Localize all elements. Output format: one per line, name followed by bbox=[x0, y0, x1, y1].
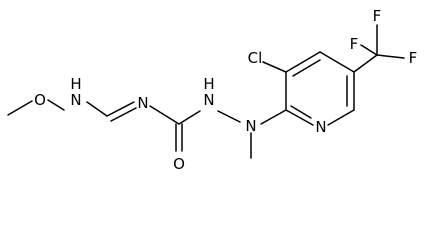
amine-h-label: H bbox=[70, 75, 81, 93]
pyridine-nitrogen-label: N bbox=[315, 118, 326, 136]
bond-ring-c4-c5 bbox=[319, 51, 355, 73]
bond-amine-n-methine-c bbox=[86, 101, 108, 117]
bond-ring-c6-n bbox=[327, 109, 355, 126]
bond-cf3-c-f-right bbox=[376, 54, 405, 59]
carbonyl-oxygen-label: O bbox=[173, 155, 185, 173]
hydrazide-h-label: H bbox=[203, 75, 214, 93]
bond-methine-c-imine-n-double-b bbox=[110, 107, 137, 122]
bond-cf3-c-f-left bbox=[360, 44, 378, 56]
bond-methoxy-o-amine-n bbox=[47, 99, 65, 111]
imine-nitrogen-label: N bbox=[137, 94, 148, 112]
atom-label-layer: O H N N O H N N N Cl F F F bbox=[34, 7, 417, 173]
bond-hydrazide-n-methylated-n bbox=[217, 110, 241, 123]
fluorine-left-label: F bbox=[350, 35, 359, 53]
bond-ring-c5-cf3-c bbox=[353, 54, 378, 73]
amine-n-label: N bbox=[70, 91, 81, 109]
bond-ring-n-c2 bbox=[285, 109, 314, 126]
chemical-structure-diagram: O H N N O H N N N Cl F F F bbox=[7, 7, 417, 173]
bond-ring-c3-chlorine bbox=[262, 61, 287, 73]
bond-methylated-n-ring-c2 bbox=[260, 109, 287, 125]
hydrazide-n-label: N bbox=[203, 91, 214, 109]
amine-nh-label: H N bbox=[70, 75, 81, 109]
chlorine-label: Cl bbox=[248, 49, 263, 67]
bond-ring-c3-c4-inner bbox=[292, 59, 321, 77]
bond-ring-n-c2-inner bbox=[290, 105, 312, 119]
bond-methine-c-imine-n-double-a bbox=[106, 101, 135, 117]
bond-ring-c3-c4 bbox=[285, 51, 321, 73]
bond-imine-n-carbonyl-c bbox=[149, 105, 180, 125]
fluorine-right-label: F bbox=[409, 49, 418, 67]
bond-methyl-methoxy-o bbox=[7, 100, 33, 116]
methoxy-oxygen-label: O bbox=[34, 91, 46, 109]
hydrazide-nh-label: H N bbox=[203, 75, 214, 109]
bond-carbonyl-c-hydrazide-n bbox=[178, 110, 201, 125]
methylated-nitrogen-label: N bbox=[245, 117, 256, 135]
fluorine-top-label: F bbox=[373, 7, 382, 25]
bond-layer bbox=[7, 24, 405, 159]
